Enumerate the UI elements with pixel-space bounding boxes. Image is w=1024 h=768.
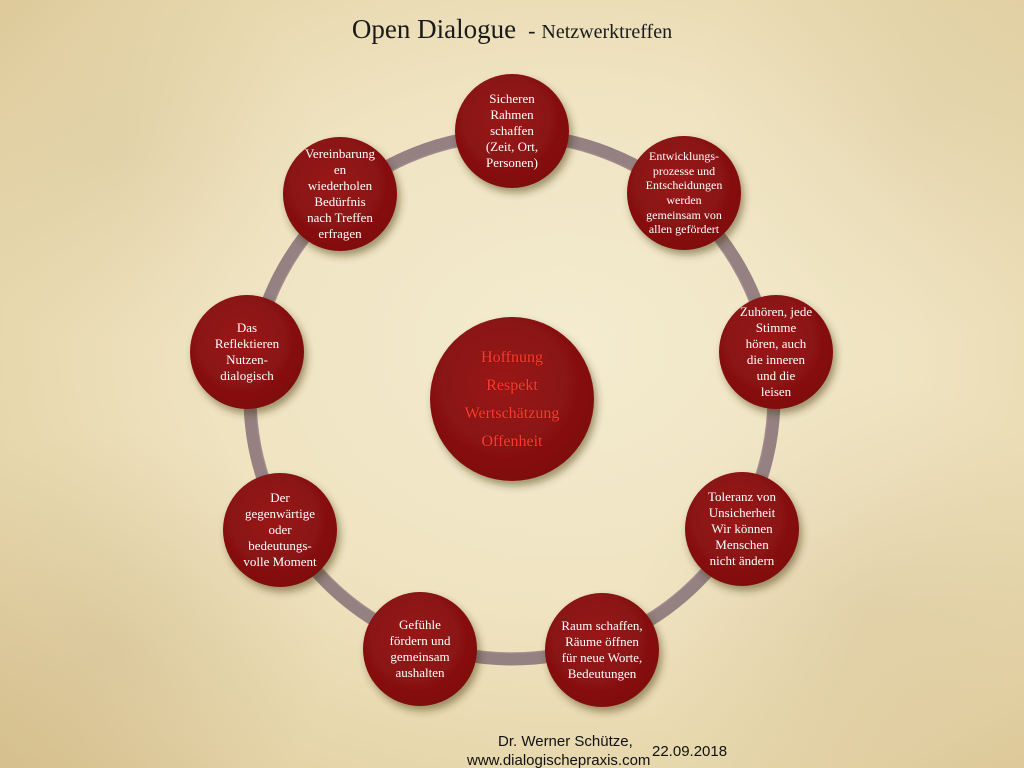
footer-author: Dr. Werner Schütze, <box>498 733 633 750</box>
center-value-offenheit: Offenheit <box>481 433 543 450</box>
title-separator: - <box>528 18 536 43</box>
node-label-top: Sicheren Rahmen schaffen (Zeit, Ort, Per… <box>485 91 539 170</box>
node-label-bottom-right: Raum schaffen, Räume öffnen für neue Wor… <box>561 618 643 681</box>
node-label-lower-left: Der gegenwärtige oder bedeutungs- volle … <box>243 490 317 569</box>
node-circle-top <box>455 74 569 188</box>
page-title: Open Dialogue-Netzwerktreffen <box>0 14 1024 45</box>
node-circle-lower-right <box>685 472 799 586</box>
node-circle-bottom-left <box>363 592 477 706</box>
center-circle <box>430 317 594 481</box>
title-main: Open Dialogue <box>351 14 517 44</box>
center-value-respekt: Respekt <box>486 377 538 394</box>
center-value-wertschaetzung: Wertschätzung <box>464 405 560 422</box>
node-label-right: Zuhören, jede Stimme hören, auch die inn… <box>739 304 813 399</box>
node-label-lower-right: Toleranz von Unsicherheit Wir können Men… <box>707 489 777 568</box>
title-subtitle: Netzwerktreffen <box>541 21 673 43</box>
node-circle-upper-left <box>283 137 397 251</box>
node-circle-upper-right <box>627 136 741 250</box>
node-circle-left <box>190 295 304 409</box>
node-label-upper-left: Vereinbarung en wiederholen Bedürfnis na… <box>304 146 376 241</box>
center-values: Hoffnung Respekt Wertschätzung Offenheit <box>430 318 594 482</box>
footer-url: www.dialogischepraxis.com <box>467 752 651 768</box>
node-circle-right <box>719 295 833 409</box>
node-label-left: Das Reflektieren Nutzen- dialogisch <box>214 320 280 383</box>
node-label-upper-right: Entwicklungs- prozesse und Entscheidunge… <box>645 149 723 237</box>
node-label-bottom-left: Gefühle fördern und gemeinsam aushalten <box>389 617 451 680</box>
node-circle-lower-left <box>223 473 337 587</box>
center-value-hoffnung: Hoffnung <box>481 349 543 366</box>
footer-date: 22.09.2018 <box>652 743 728 760</box>
node-circle-bottom-right <box>545 593 659 707</box>
